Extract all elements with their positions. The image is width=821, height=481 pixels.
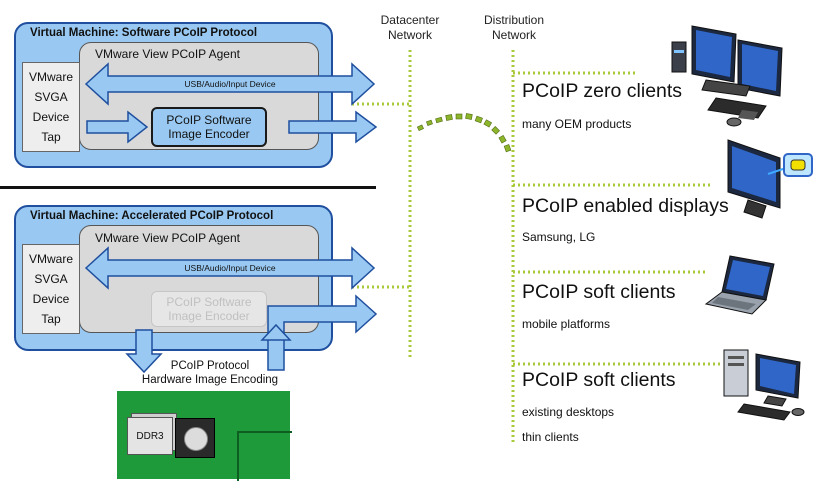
client-title-zero: PCoIP zero clients: [522, 80, 683, 102]
encoder-line: PCoIP Software: [166, 295, 252, 309]
software-image-encoder: PCoIP Software Image Encoder: [151, 107, 267, 147]
distribution-label-line1: Distribution: [483, 13, 545, 27]
tap-line: SVGA: [34, 272, 68, 286]
ddr3-label: DDR3: [136, 430, 164, 442]
vm-software-tap-box: VMware SVGA Device Tap: [22, 62, 80, 152]
distribution-network-label: Distribution Network: [464, 13, 564, 43]
vm-software-agent-title: VMware View PCoIP Agent: [95, 47, 240, 61]
client-sub-soft-mobile: mobile platforms: [522, 317, 611, 331]
client-sub-soft-desktop-1: existing desktops: [522, 405, 615, 419]
client-title-soft-desktop: PCoIP soft clients: [522, 369, 676, 391]
monitor-icon: [727, 139, 813, 219]
datacenter-label-line2: Network: [387, 28, 432, 42]
hardware-label-line2: Hardware Image Encoding: [141, 374, 279, 386]
encoder-line: Image Encoder: [168, 127, 250, 141]
tap-line: Device: [32, 292, 70, 306]
hardware-label-line1: PCoIP Protocol: [170, 360, 250, 372]
pcoip-hardware-board: DDR3: [117, 391, 292, 481]
datacenter-label-line1: Datacenter: [380, 13, 440, 27]
client-sub-zero: many OEM products: [522, 117, 632, 131]
vm-accelerated-title: Virtual Machine: Accelerated PCoIP Proto…: [30, 210, 274, 222]
pc-tower-icon: [723, 349, 805, 421]
client-sub-soft-desktop-2: thin clients: [522, 430, 579, 444]
tap-line: Device: [32, 110, 70, 124]
datacenter-network-label: Datacenter Network: [360, 13, 460, 43]
usb-label: USB/Audio/Input Device: [184, 79, 276, 89]
encoder-line: PCoIP Software: [166, 113, 252, 127]
usb-label: USB/Audio/Input Device: [184, 263, 276, 273]
software-image-encoder-disabled: PCoIP Software Image Encoder: [151, 291, 267, 327]
tap-line: Tap: [41, 312, 61, 326]
laptop-icon: [704, 255, 775, 315]
client-sub-displays: Samsung, LG: [522, 230, 596, 244]
tap-line: Tap: [41, 130, 61, 144]
board-trace: [237, 431, 292, 481]
ddr3-chip: DDR3: [127, 417, 173, 455]
tap-line: SVGA: [34, 90, 68, 104]
tap-line: VMware: [28, 252, 73, 266]
distribution-label-line2: Network: [491, 28, 536, 42]
desktop-pair-icon: [671, 25, 783, 127]
client-title-displays: PCoIP enabled displays: [522, 195, 729, 217]
pcoip-processor-chip: [175, 418, 215, 458]
client-title-soft-mobile: PCoIP soft clients: [522, 281, 676, 303]
vm-software-title: Virtual Machine: Software PCoIP Protocol: [30, 27, 258, 39]
section-divider: [0, 186, 376, 189]
tap-line: VMware: [28, 70, 73, 84]
encoder-line: Image Encoder: [168, 309, 250, 323]
vm-accelerated-agent-title: VMware View PCoIP Agent: [95, 231, 240, 245]
hardware-encoding-label: PCoIP Protocol Hardware Image Encoding: [130, 359, 290, 387]
vm-accelerated-tap-box: VMware SVGA Device Tap: [22, 244, 80, 334]
